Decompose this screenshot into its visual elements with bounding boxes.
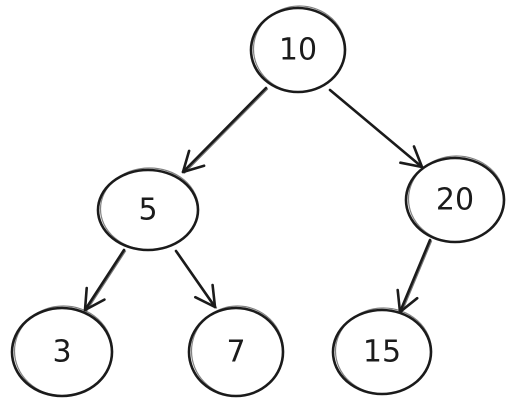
tree-node-3: 3 [10,305,114,398]
node-circle-sketch [407,155,506,243]
node-circle-sketch [13,305,114,397]
edge-10-to-5 [181,86,269,174]
edge-line-sketch [330,90,425,169]
edge-10-to-20 [328,88,425,169]
tree-node-20: 20 [404,155,506,244]
node-label: 3 [52,335,71,370]
node-label: 7 [226,335,245,370]
arrowhead-icon [194,283,217,309]
node-label: 15 [363,335,401,370]
tree-node-5: 5 [96,167,200,252]
edge-line [398,238,432,314]
edge-line-sketch [85,250,127,312]
node-label: 5 [138,193,157,228]
node-label: 20 [436,183,474,218]
node-circle-sketch [190,305,285,397]
edge-line [181,86,268,174]
edge-line [174,249,217,309]
tree-node-7: 7 [187,305,285,398]
arrowhead-icon [399,145,424,169]
edge-line [83,248,126,312]
tree-node-10: 10 [249,5,347,94]
edge-5-to-7 [174,249,218,309]
edge-line-sketch [183,88,269,174]
edge-5-to-3 [83,248,127,312]
node-circle-sketch [252,5,347,93]
edge-line-sketch [176,251,218,309]
edge-20-to-15 [396,238,433,314]
edges-layer [83,86,433,314]
edge-line-sketch [400,240,433,314]
node-circle-sketch [99,167,200,251]
arrowhead-icon [181,149,206,174]
nodes-layer: 10 5 20 3 7 15 [10,5,506,398]
tree-node-15: 15 [331,307,433,396]
node-circle-sketch [334,307,433,395]
node-label: 10 [279,33,317,68]
